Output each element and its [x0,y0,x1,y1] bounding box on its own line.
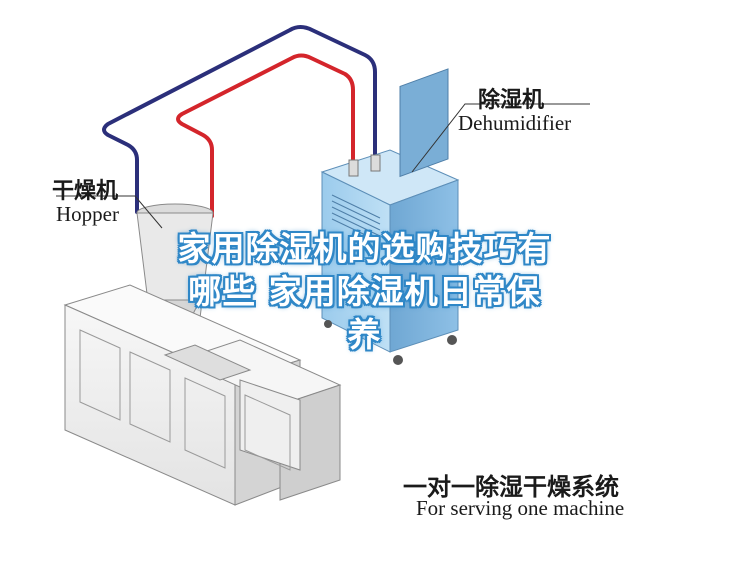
blue-pipe [102,25,377,214]
system-label-cn: 一对一除湿干燥系统 [403,473,619,501]
banner-title-line3: 养 [347,315,382,354]
banner-title-line2: 哪些 家用除湿机日常保 [188,272,541,311]
red-pipe [176,53,355,218]
banner-title-line1: 家用除湿机的选购技巧有 [177,229,552,268]
hopper-label-cn: 干燥机 [52,179,119,204]
hopper-label-en: Hopper [56,202,119,226]
dehumidifier-unit [320,68,460,365]
leader-lines [56,103,590,229]
system-label-en: For serving one machine [416,496,625,520]
dehumidifier-label-en: Dehumidifier [458,111,572,135]
dehumidifier-label-cn: 除湿机 [478,88,545,113]
injection-machine [63,284,342,506]
